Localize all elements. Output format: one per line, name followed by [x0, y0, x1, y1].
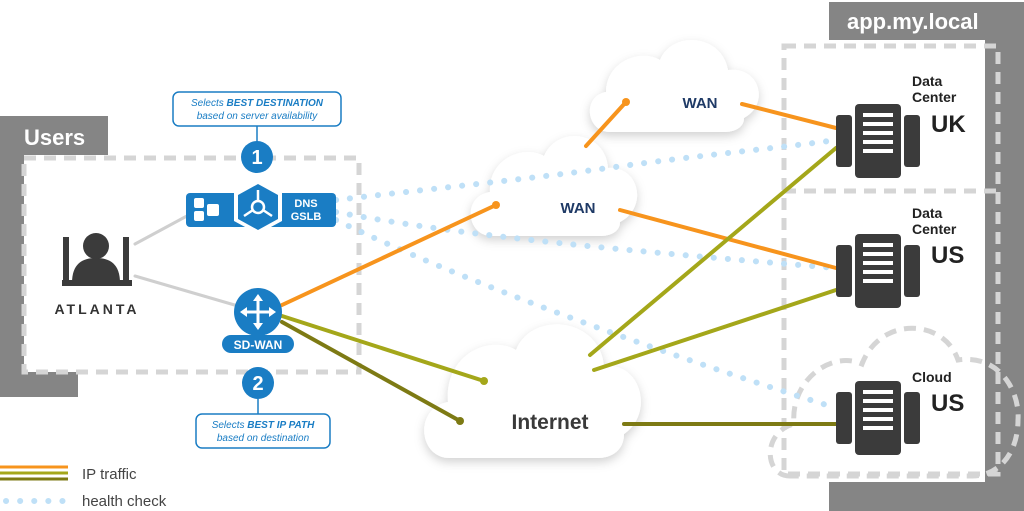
user-workstation-icon: [62, 233, 132, 286]
gslb-label: GSLB: [291, 211, 322, 223]
health-check-lines: [333, 137, 839, 411]
uk-region-label: UK: [931, 111, 966, 138]
site-labels: Data Center UK Data Center US Cloud US: [912, 73, 966, 417]
step-1-badge: [241, 141, 273, 173]
us-region-label: US: [931, 242, 964, 269]
us-label-line1: Data: [912, 205, 943, 221]
legend-health-check-label: health check: [82, 493, 167, 510]
uk-label-line2: Center: [912, 89, 957, 105]
step-1-number: 1: [251, 147, 262, 169]
callout-1-emphasis: BEST DESTINATION: [227, 98, 324, 109]
cloud-us-boundary: [767, 325, 1021, 479]
link-endpoints: [456, 98, 630, 425]
step-2-badge: [242, 367, 274, 399]
callout-2-box: [195, 413, 331, 449]
internet-label: Internet: [511, 411, 588, 434]
callout-2-line2: based on destination: [217, 433, 310, 444]
health-check-to-cloud: [333, 217, 839, 411]
legend: IP traffic health check: [0, 465, 167, 510]
link-internet-us: [592, 288, 838, 372]
callout-2-line1: Selects BEST IP PATH: [212, 420, 315, 431]
link-user-sdwan: [133, 274, 240, 308]
us-label-line2: Center: [912, 221, 957, 237]
callout-2: 2 Selects BEST IP PATH based on destinat…: [195, 367, 331, 449]
dns-gslb-device[interactable]: DNS GSLB: [186, 180, 336, 234]
users-frame: Users: [0, 116, 362, 397]
server-uk-icon: [836, 104, 920, 178]
link-sdwan-internet-1: [280, 314, 486, 383]
callout-2-emphasis: BEST IP PATH: [247, 420, 315, 431]
cloud-internet: [424, 324, 641, 458]
legend-ip-traffic-swatch: [0, 465, 68, 481]
wan-mid-label: WAN: [561, 200, 596, 217]
users-label: Users: [24, 125, 85, 150]
gslb-hexagon-icon: [234, 180, 282, 234]
user-location-label: ATLANTA: [54, 301, 139, 317]
step-2-number: 2: [252, 373, 263, 395]
callout-1-line1: Selects BEST DESTINATION: [191, 98, 324, 109]
cloud-wan-mid: [470, 135, 638, 236]
uk-label-line1: Data: [912, 73, 943, 89]
link-sdwan-internet-2: [280, 320, 462, 423]
cloud-wan-top: [589, 39, 759, 132]
callout-1-line2: based on server availability: [197, 111, 319, 122]
legend-ip-traffic-label: IP traffic: [82, 466, 137, 483]
link-wan-uk: [740, 102, 838, 130]
link-sdwan-wan: [280, 203, 498, 307]
callout-1-prefix: Selects: [191, 98, 227, 109]
server-us-icon: [836, 234, 920, 308]
sdwan-label: SD-WAN: [234, 338, 283, 352]
callout-2-prefix: Selects: [212, 420, 248, 431]
link-internet-uk: [588, 146, 838, 357]
router-arrows-icon: [240, 294, 276, 330]
users-dashed-boundary: [21, 155, 362, 375]
dns-label: DNS: [294, 198, 317, 210]
cloud-label-line1: Cloud: [912, 369, 952, 385]
sdwan-router[interactable]: SD-WAN: [222, 288, 294, 353]
link-wan-wan: [584, 100, 628, 148]
health-check-to-us: [333, 209, 839, 271]
wan-top-label: WAN: [683, 95, 718, 112]
cloud-region-label: US: [931, 390, 964, 417]
app-label: app.my.local: [847, 9, 979, 34]
callout-1: Selects BEST DESTINATION based on server…: [172, 91, 342, 173]
server-cloud-icon: [836, 381, 920, 455]
users-frame-border: [0, 116, 108, 397]
